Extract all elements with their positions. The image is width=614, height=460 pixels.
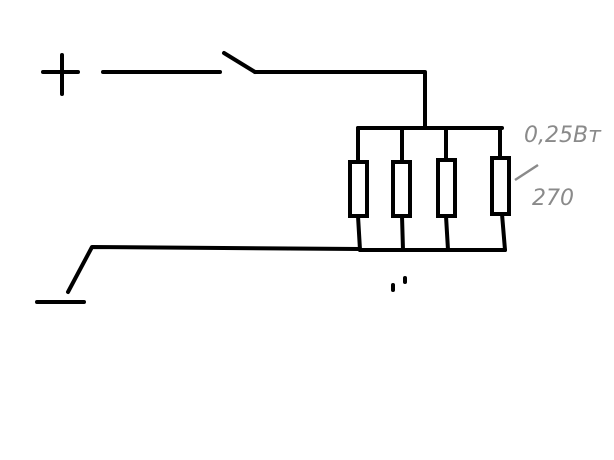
resistor-4 — [490, 126, 511, 252]
annotation-resistance: 270 — [532, 186, 574, 211]
switch — [222, 51, 257, 74]
plus-terminal-icon — [41, 53, 80, 96]
annotation-power: 0,25Вт — [524, 123, 602, 148]
resistor-1 — [348, 126, 369, 252]
resistor-2 — [391, 126, 412, 252]
resistor-3 — [436, 126, 457, 252]
stray-dots — [391, 276, 407, 292]
wire-negative — [66, 245, 362, 294]
annotation-pointer — [514, 163, 539, 182]
wire-to-bus — [253, 70, 427, 130]
